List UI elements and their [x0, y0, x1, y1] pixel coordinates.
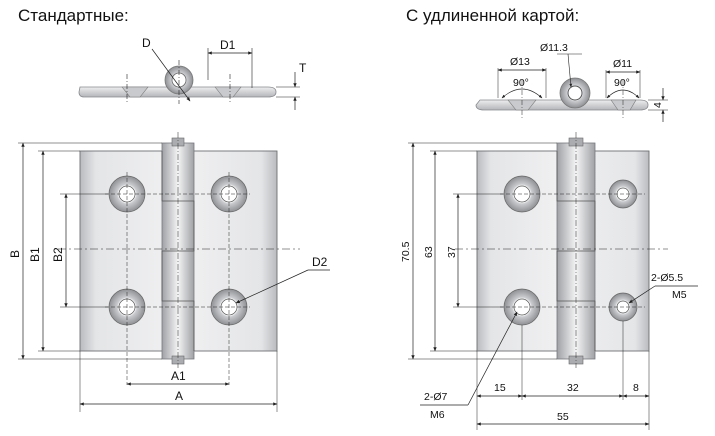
label-dia13: Ø13 — [510, 56, 530, 68]
label-b: B — [8, 250, 22, 258]
label-hole-left: 2-Ø7 — [424, 391, 448, 403]
label-angle-left: 90° — [513, 77, 529, 89]
label-b1: B1 — [28, 247, 42, 262]
label-dim-55: 55 — [557, 411, 569, 423]
title-standard: Стандартные: — [18, 6, 129, 25]
label-dia11-3: Ø11.3 — [540, 42, 568, 54]
label-d2: D2 — [312, 255, 328, 269]
standard-front-view — [58, 132, 300, 385]
label-d1: D1 — [220, 38, 236, 52]
label-a: A — [175, 389, 183, 403]
standard-side-view — [78, 60, 277, 104]
label-thickness: 4 — [652, 102, 664, 108]
title-extended: С удлиненной картой: — [406, 6, 580, 25]
label-dim-32: 32 — [567, 382, 579, 394]
label-dia11: Ø11 — [613, 58, 632, 70]
label-d: D — [142, 36, 151, 50]
label-angle-right: 90° — [614, 77, 630, 89]
extended-side-view — [475, 77, 649, 118]
label-height-37: 37 — [446, 246, 458, 258]
label-height-63: 63 — [423, 246, 435, 258]
label-dim-15: 15 — [494, 382, 506, 394]
label-hole-right-thread: M5 — [672, 289, 687, 301]
extended-front-view — [455, 132, 668, 368]
label-hole-left-thread: M6 — [430, 409, 445, 421]
label-a1: A1 — [171, 369, 186, 383]
label-height-total: 70.5 — [400, 241, 412, 262]
label-t: T — [299, 61, 307, 75]
label-hole-right: 2-Ø5.5 — [651, 272, 683, 284]
label-b2: B2 — [51, 247, 65, 262]
label-dim-8: 8 — [633, 382, 639, 394]
